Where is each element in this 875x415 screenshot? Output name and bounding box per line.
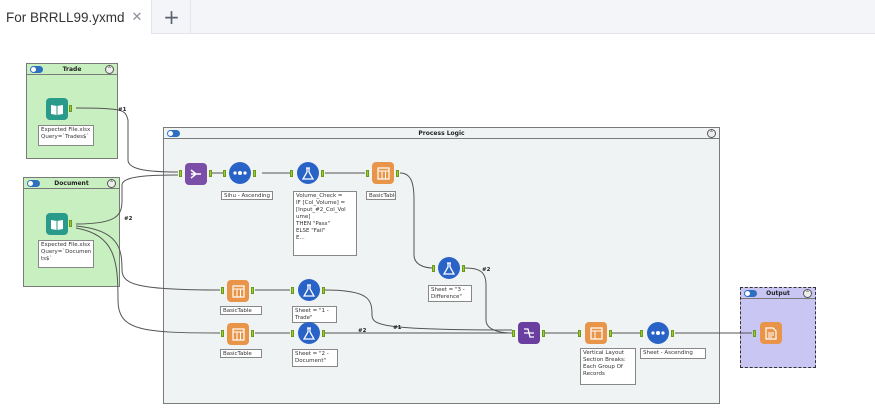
flask-icon [303, 283, 315, 297]
toggle-icon[interactable] [744, 290, 757, 297]
output-anchor[interactable] [69, 220, 72, 227]
input-anchor[interactable] [221, 330, 224, 337]
flask-icon [303, 326, 315, 340]
union-icon [190, 169, 201, 179]
table-icon [231, 327, 245, 341]
book-icon [51, 105, 63, 115]
dots-icon [651, 331, 665, 335]
collapse-icon[interactable]: ⌃ [105, 65, 114, 74]
flask-icon [443, 261, 455, 275]
container-header: Process Logic ⌃ [164, 128, 719, 139]
tool-annotation: BasicTable [220, 306, 262, 315]
add-tab-button[interactable]: + [153, 0, 191, 34]
input-anchor[interactable] [432, 265, 435, 272]
tool-annotation: BasicTable [220, 349, 262, 358]
input-anchor[interactable] [366, 170, 369, 177]
tool-annotation: Sheet = "1 - Trade" [292, 306, 337, 323]
tool-annotation: Sheet - Ascending [640, 348, 706, 359]
container-header: Output ⌃ [741, 288, 815, 299]
input-anchor[interactable] [179, 170, 182, 177]
formula-tool[interactable] [298, 322, 320, 344]
input-anchor[interactable] [640, 330, 643, 337]
input-anchor[interactable] [512, 330, 515, 337]
output-anchor[interactable] [251, 287, 254, 294]
output-anchor[interactable] [322, 287, 325, 294]
flask-icon [302, 166, 314, 180]
formula-tool[interactable] [297, 162, 319, 184]
dots-icon [233, 171, 247, 175]
table-tool[interactable] [227, 280, 249, 302]
output-anchor[interactable] [542, 330, 545, 337]
output-anchor[interactable] [322, 330, 325, 337]
book-icon [51, 220, 63, 230]
toggle-icon[interactable] [30, 66, 43, 73]
container-title: Trade [62, 66, 82, 73]
connection-label: #2 [358, 328, 367, 334]
formula-tool[interactable] [298, 279, 320, 301]
input-anchor[interactable] [578, 330, 581, 337]
formula-tool[interactable] [438, 257, 460, 279]
tool-annotation: Sheet = "2 - Document" [292, 349, 338, 367]
join-tool[interactable] [518, 322, 540, 344]
tool-annotation: Vertical Layout Section Breaks: Each Gro… [580, 348, 636, 385]
input-anchor[interactable] [290, 170, 293, 177]
tool-annotation: Expected File.xlsx Query=`Trades$` [38, 125, 94, 146]
connection-label: #2 [482, 267, 491, 273]
container-header: Document ⌃ [24, 178, 119, 189]
tab-workflow[interactable]: For BRRLL99.yxmd ✕ [0, 0, 152, 34]
input-anchor[interactable] [291, 330, 294, 337]
output-anchor[interactable] [69, 105, 72, 112]
output-anchor[interactable] [253, 170, 256, 177]
join-icon [524, 328, 534, 338]
input-data-tool[interactable] [46, 213, 68, 235]
tool-annotation: BasicTable [366, 191, 396, 200]
connection-label: #1 [393, 325, 402, 331]
output-anchor[interactable] [671, 330, 674, 337]
collapse-icon[interactable]: ⌃ [107, 179, 116, 188]
layout-icon [589, 326, 603, 340]
collapse-icon[interactable]: ⌃ [707, 129, 716, 138]
table-tool[interactable] [372, 162, 394, 184]
output-anchor[interactable] [321, 170, 324, 177]
output-anchor[interactable] [609, 330, 612, 337]
container-title: Document [54, 180, 89, 187]
output-anchor[interactable] [209, 170, 212, 177]
input-anchor[interactable] [223, 170, 226, 177]
input-data-tool[interactable] [46, 98, 68, 120]
connection-label: #2 [124, 216, 133, 222]
table-tool[interactable] [227, 323, 249, 345]
input-anchor[interactable] [291, 287, 294, 294]
input-anchor[interactable] [753, 330, 756, 337]
union-tool[interactable] [185, 163, 207, 185]
tool-annotation: Sheet = "3 - Difference" [428, 285, 472, 302]
sort-tool[interactable] [647, 322, 669, 344]
toggle-icon[interactable] [27, 180, 40, 187]
render-tool[interactable] [760, 322, 782, 344]
connection-label: #1 [118, 107, 127, 113]
container-title: Process Logic [418, 130, 465, 137]
table-icon [231, 284, 245, 298]
collapse-icon[interactable]: ⌃ [803, 289, 812, 298]
output-anchor[interactable] [462, 265, 465, 272]
tool-annotation: Expected File.xlsx Query=`Documen ts$` [38, 240, 94, 268]
output-anchor[interactable] [251, 330, 254, 337]
layout-tool[interactable] [585, 322, 607, 344]
tab-label: For BRRLL99.yxmd [6, 9, 125, 25]
container-document[interactable]: Document ⌃ [23, 177, 120, 287]
close-icon[interactable]: ✕ [131, 9, 143, 25]
input-anchor[interactable] [221, 287, 224, 294]
document-icon [765, 326, 777, 340]
output-anchor[interactable] [396, 170, 399, 177]
tool-annotation: Volume_Check = IF [Col_Volume] = [Input_… [293, 191, 357, 256]
tool-annotation: Sihu - Ascending [221, 191, 273, 200]
container-title: Output [766, 290, 790, 297]
container-header: Trade ⌃ [27, 64, 117, 75]
tab-bar: For BRRLL99.yxmd ✕ + [0, 0, 875, 34]
sort-tool[interactable] [229, 162, 251, 184]
table-icon [376, 166, 390, 180]
